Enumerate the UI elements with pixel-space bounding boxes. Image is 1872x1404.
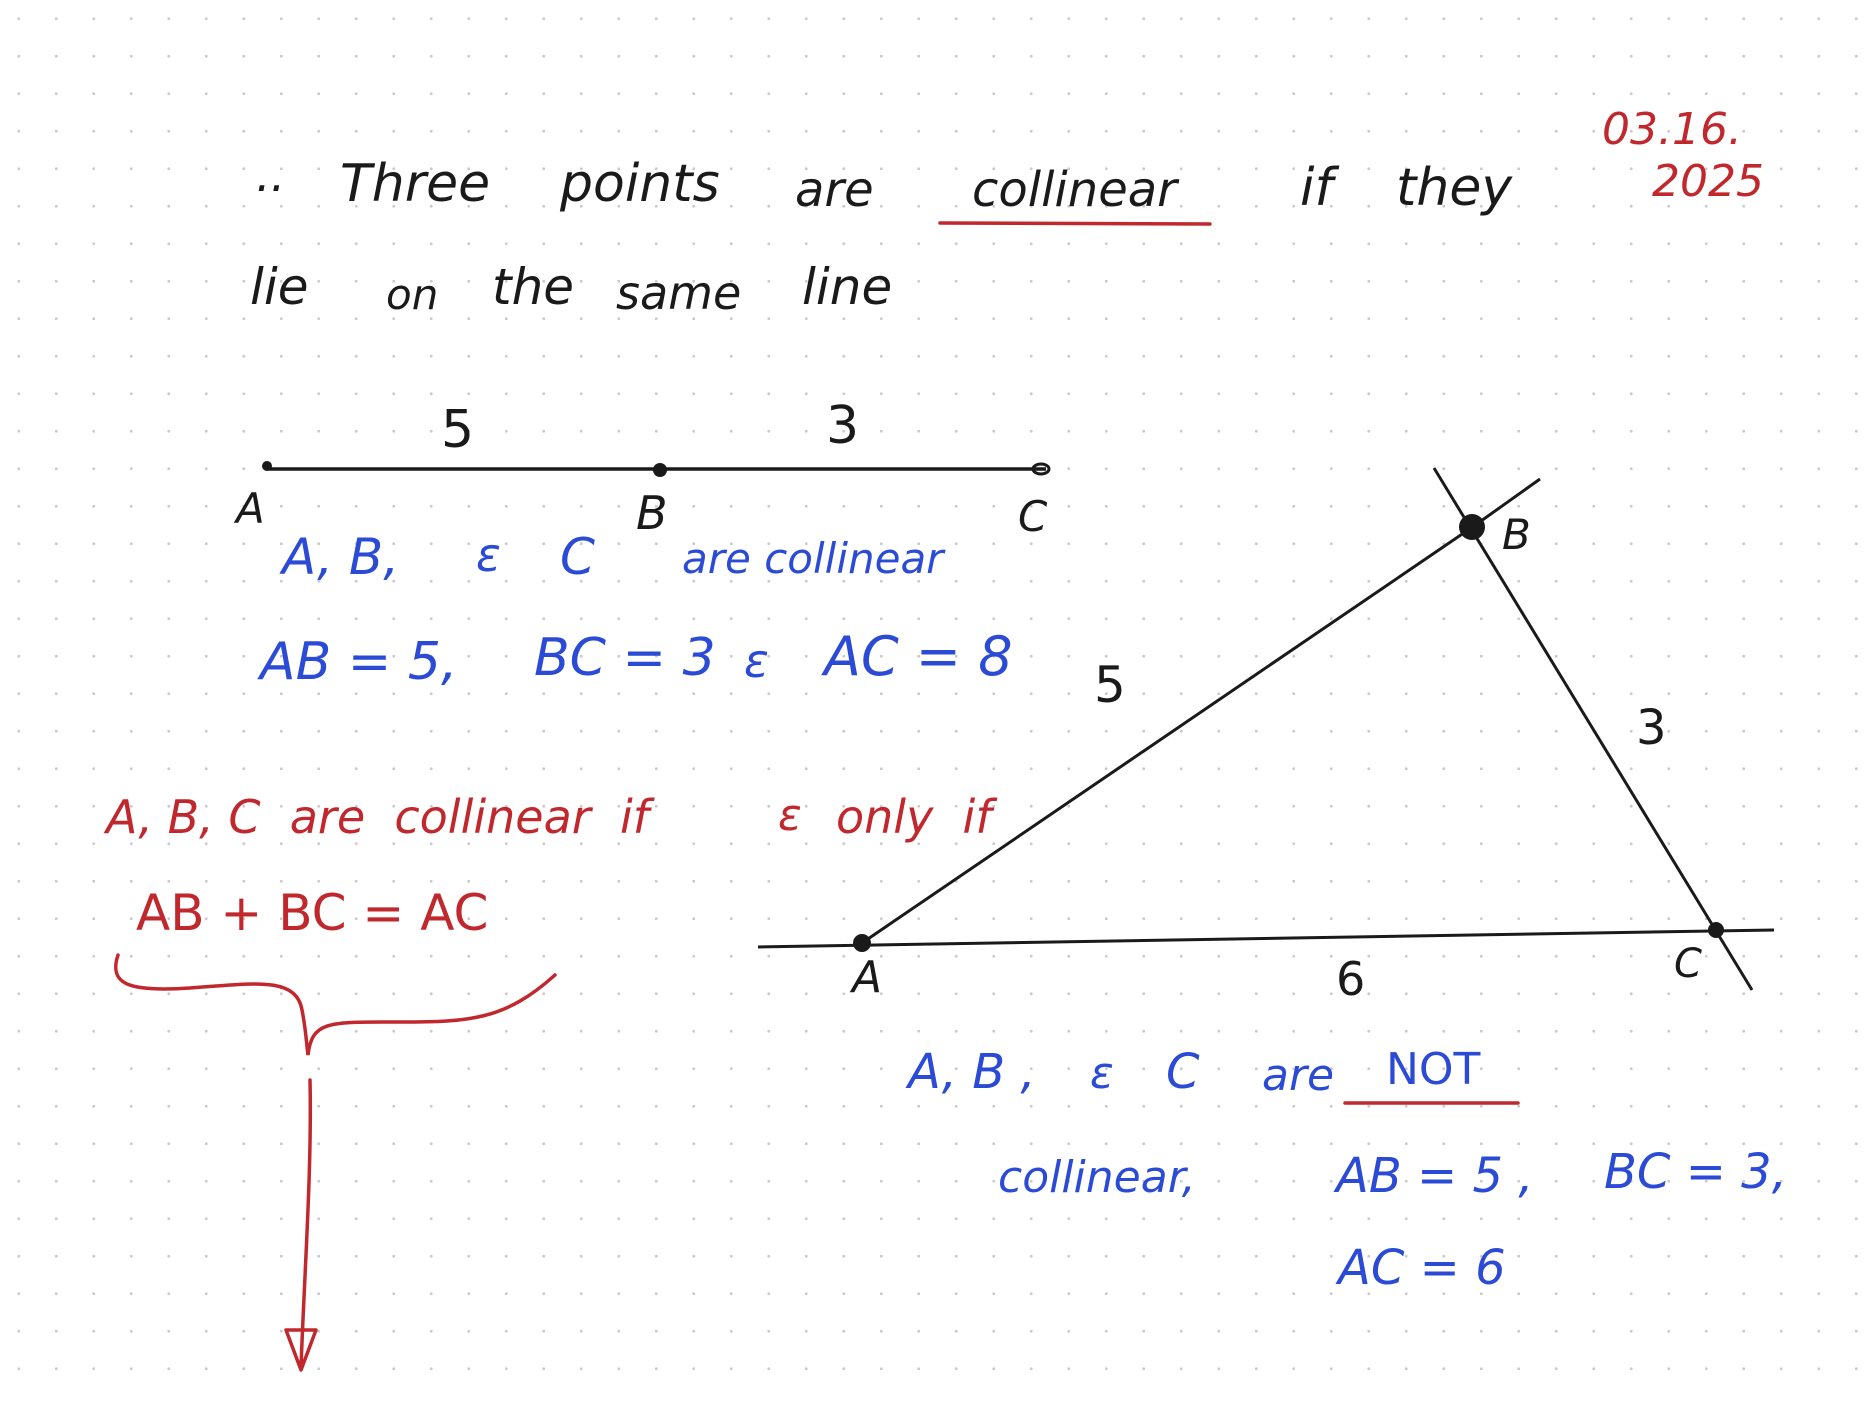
label-c: C [1018, 492, 1048, 541]
measure-bc: BC = 3 [534, 628, 716, 688]
collinear-c: C [560, 528, 595, 586]
date-line1: 03.16. [1602, 104, 1742, 155]
not-c: C [1166, 1044, 1200, 1100]
measure-ab: AB = 5, [260, 632, 458, 692]
word-are: are [795, 162, 874, 218]
tri-side-bc: 3 [1636, 700, 1667, 756]
not-measure-bc: BC = 3, [1604, 1144, 1787, 1200]
tri-side-ab: 5 [1094, 656, 1126, 714]
line-ac [757, 928, 1775, 949]
word-on: on [386, 270, 439, 319]
brace [114, 953, 557, 1056]
word-points: points [560, 154, 720, 214]
collinear-underline [938, 221, 1212, 226]
tri-label-b: B [1502, 510, 1531, 559]
line-bc [1432, 467, 1754, 991]
point-a-dot [262, 461, 272, 471]
line-ab-extension [1473, 477, 1541, 528]
not-word: NOT [1386, 1044, 1481, 1095]
side-ab [861, 524, 1475, 945]
word-if: if [1300, 158, 1333, 218]
word-line: line [802, 258, 893, 316]
not-measure-ab: AB = 5 , [1336, 1148, 1534, 1204]
tri-label-c: C [1674, 941, 1702, 987]
collinear-statement-tail: are collinear [682, 534, 944, 583]
not-are: are [1262, 1050, 1335, 1101]
word-the: the [492, 258, 575, 316]
collinear-points: A, B, [282, 528, 400, 586]
label-a: A [236, 484, 265, 533]
seg-ab-length: 5 [441, 400, 475, 460]
not-and: ε [1090, 1048, 1114, 1099]
theorem-line1-start: A, B, C are collinear if [106, 790, 649, 844]
collinear-and: ε [476, 528, 501, 582]
theorem-line1-end: only if [836, 790, 992, 844]
theorem-equation: AB + BC = AC [136, 884, 489, 942]
arrow-head [284, 1328, 318, 1372]
measure-ac: AC = 8 [824, 625, 1013, 688]
word-collinear: collinear [972, 162, 1177, 218]
word-lie: lie [250, 258, 309, 316]
tri-label-a: A [852, 952, 883, 1003]
measure-and: ε [744, 634, 769, 688]
seg-bc-length: 3 [826, 396, 860, 456]
arrow-shaft [299, 1078, 313, 1370]
point-b-dot [653, 463, 667, 477]
word-same: same [616, 266, 742, 320]
not-measure-ac: AC = 6 [1338, 1240, 1506, 1296]
tri-side-ac: 6 [1336, 952, 1366, 1006]
not-points: A, B , [908, 1044, 1036, 1100]
word-they: they [1396, 158, 1513, 218]
date-line2: 2025 [1652, 156, 1764, 207]
point-c-dot [1031, 462, 1051, 476]
bullet: .. [256, 148, 286, 202]
tri-point-b-dot [1459, 514, 1485, 540]
tri-point-c-dot [1708, 922, 1724, 938]
not-collinear: collinear, [998, 1152, 1196, 1203]
label-b: B [636, 486, 668, 540]
theorem-and: ε [778, 790, 802, 841]
word-three: Three [340, 154, 491, 214]
tri-point-a-dot [853, 934, 871, 952]
